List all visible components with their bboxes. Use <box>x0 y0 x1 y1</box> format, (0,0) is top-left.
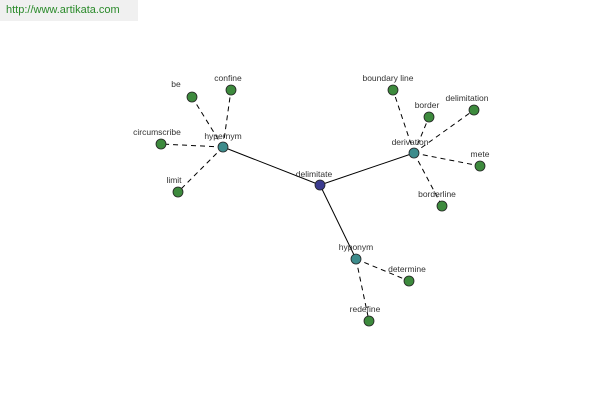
node-mete[interactable] <box>474 160 486 172</box>
edge-hyponym-redefine <box>355 258 370 322</box>
edge-hypernym-confine <box>222 89 232 148</box>
label-be: be <box>171 79 181 89</box>
node-hypernym[interactable] <box>217 141 229 153</box>
node-limit[interactable] <box>172 186 184 198</box>
label-confine: confine <box>214 73 242 83</box>
edge-hypernym-circumscribe <box>160 143 224 148</box>
graph-nodes <box>155 84 486 327</box>
node-confine[interactable] <box>225 84 237 96</box>
edge-derivation-borderline <box>413 152 443 207</box>
graph-edges <box>160 89 481 322</box>
label-hyponym: hyponym <box>339 242 374 252</box>
label-derivation: derivation <box>392 137 429 147</box>
edge-hypernym-be <box>191 96 224 148</box>
label-delimitate: delimitate <box>296 169 333 179</box>
node-delimitation[interactable] <box>468 104 480 116</box>
edge-derivation-delimitation <box>413 109 475 154</box>
label-hypernym: hypernym <box>204 131 241 141</box>
edge-derivation-mete <box>413 152 481 167</box>
label-mete: mete <box>471 149 490 159</box>
label-limit: limit <box>166 175 182 185</box>
edge-center-hyponym <box>319 184 357 260</box>
node-be[interactable] <box>186 91 198 103</box>
node-redefine[interactable] <box>363 315 375 327</box>
node-derivation[interactable] <box>408 147 420 159</box>
graph-labels: be confine circumscribe limit boundary line b… <box>133 73 490 314</box>
node-circumscribe[interactable] <box>155 138 167 150</box>
edge-hyponym-determine <box>355 258 410 282</box>
label-border: border <box>415 100 440 110</box>
label-delimitation: delimitation <box>446 93 489 103</box>
edge-derivation-boundary-line <box>392 89 415 154</box>
label-boundary-line: boundary line <box>362 73 413 83</box>
label-circumscribe: circumscribe <box>133 127 181 137</box>
edge-derivation-border <box>413 116 430 154</box>
label-determine: determine <box>388 264 426 274</box>
node-border[interactable] <box>423 111 435 123</box>
node-borderline[interactable] <box>436 200 448 212</box>
node-delimitate[interactable] <box>314 179 326 191</box>
edge-center-derivation <box>319 152 415 186</box>
edge-hypernym-limit <box>177 146 224 193</box>
node-boundary-line[interactable] <box>387 84 399 96</box>
edge-center-hypernym <box>222 146 321 186</box>
node-determine[interactable] <box>403 275 415 287</box>
label-borderline: borderline <box>418 189 456 199</box>
url-banner-link[interactable]: http://www.artikata.com <box>0 0 138 21</box>
label-redefine: redefine <box>350 304 381 314</box>
node-hyponym[interactable] <box>350 253 362 265</box>
